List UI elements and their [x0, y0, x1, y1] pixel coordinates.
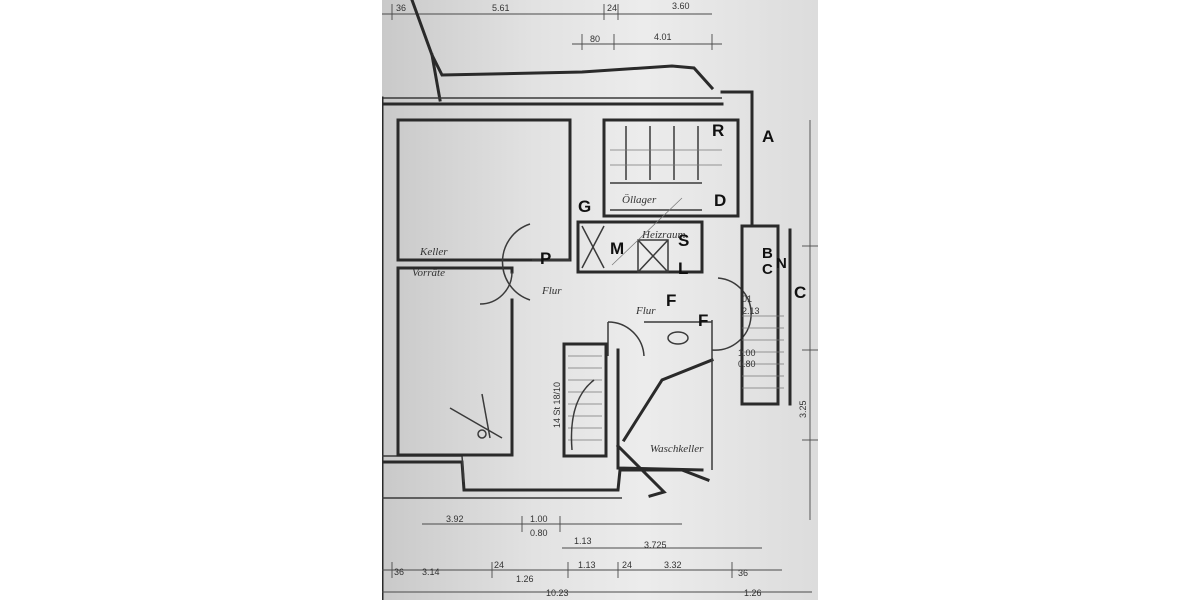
dim-100: 1.00	[738, 348, 756, 358]
room-label-ollager: Öllager	[622, 194, 657, 206]
marker-f-1: F	[666, 291, 676, 310]
staircase	[562, 342, 608, 458]
dim-stair: 14 St 18/10	[552, 382, 562, 428]
room-label-waschkeller: Waschkeller	[650, 443, 704, 455]
room-label-flur-1: Flur	[541, 285, 562, 297]
dim-bot-126a: 1.26	[516, 574, 534, 584]
marker-s: S	[678, 231, 689, 250]
dim-bot-1023: 10.23	[546, 588, 569, 598]
dim-bot-332: 3.32	[664, 560, 682, 570]
dim-213: 2.13	[742, 306, 760, 316]
marker-b: B	[762, 245, 773, 262]
dim-bot-36l: 36	[394, 567, 404, 577]
waschkeller-room	[615, 320, 714, 498]
exterior-walls	[382, 0, 754, 600]
bottom-dimension-lines	[382, 516, 812, 593]
room-label-heizraum: Heizraum	[641, 229, 685, 241]
right-dimension-lines	[802, 120, 818, 520]
dim-bot-100: 1.00	[530, 514, 548, 524]
dim-bot-126b: 1.26	[744, 588, 762, 598]
dim-080: 0.80	[738, 359, 756, 369]
marker-p: P	[540, 249, 551, 268]
dim-top-right: 3.60	[672, 1, 690, 11]
dim-top-left: 36	[396, 3, 406, 13]
dim-bot-392: 3.92	[446, 514, 464, 524]
marker-c-2: C	[794, 283, 806, 302]
dim-bot-24b: 24	[622, 560, 632, 570]
dim-bot-3725: 3.725	[644, 540, 667, 550]
paper-sheet	[382, 0, 818, 600]
vorrate-room	[396, 266, 514, 457]
marker-m: M	[610, 239, 624, 258]
exterior-stairs	[740, 224, 792, 406]
marker-a: A	[762, 127, 774, 146]
floor-plan: 36 5.61 24 3.60 80 4.01	[382, 0, 818, 600]
dim-bot-113a: 1.13	[574, 536, 592, 546]
dim-bot-113b: 1.13	[578, 560, 596, 570]
dim-01: 01	[742, 294, 752, 304]
plumbing-symbol	[449, 393, 503, 439]
room-label-flur-2: Flur	[635, 305, 656, 317]
marker-l: L	[678, 259, 688, 278]
dim-bot-36r: 36	[738, 568, 748, 578]
marker-d: D	[714, 191, 726, 210]
marker-n: N	[776, 255, 787, 272]
dim-325: 3.25	[798, 400, 808, 418]
dim-top-80: 80	[590, 34, 600, 44]
room-label-keller: Keller	[419, 246, 448, 258]
dim-top-401: 4.01	[654, 32, 672, 42]
top-dimension-lines	[382, 4, 722, 50]
dim-top-24: 24	[607, 3, 617, 13]
heizraum-room	[576, 197, 704, 274]
keller-room	[396, 118, 572, 262]
marker-f-2: F	[698, 311, 708, 330]
dim-bot-314: 3.14	[422, 567, 440, 577]
dim-bot-24a: 24	[494, 560, 504, 570]
room-label-vorrate: Vorräte	[412, 267, 445, 279]
oellager-room	[602, 118, 740, 218]
marker-c-1: C	[762, 261, 773, 278]
marker-g: G	[578, 197, 591, 216]
flur-doors	[501, 223, 752, 357]
dim-top-main: 5.61	[492, 3, 510, 13]
dim-bot-080: 0.80	[530, 528, 548, 538]
marker-r: R	[712, 121, 724, 140]
